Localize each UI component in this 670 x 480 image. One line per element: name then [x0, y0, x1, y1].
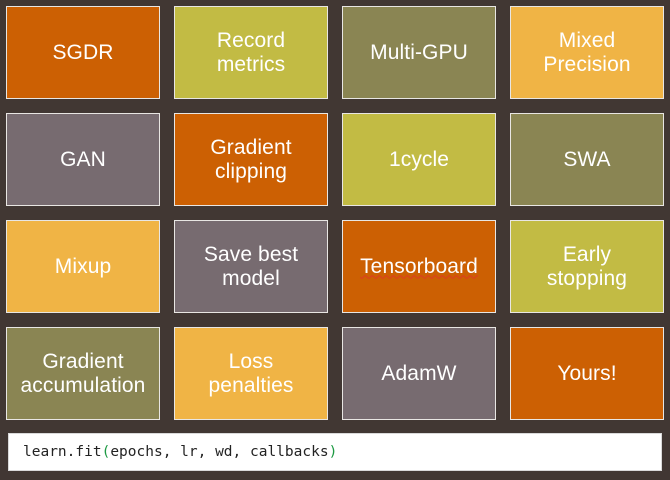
callback-tile[interactable]: Yours! [510, 327, 664, 420]
code-token-paren: ( [101, 444, 111, 460]
callback-tile-label: Record metrics [216, 28, 286, 76]
callback-tile-label: Gradient accumulation [20, 349, 146, 397]
code-token-paren: ) [328, 444, 338, 460]
code-token-plain: learn.fit [23, 444, 102, 460]
callback-tile-label: Early stopping [546, 242, 628, 290]
callback-tile-grid: SGDR Record metrics Multi-GPU Mixed Precisi… [6, 6, 664, 420]
callback-tile-label: Loss penalties [208, 349, 294, 397]
callback-tile-label: AdamW [381, 361, 457, 385]
callback-tile-label: Gradient clipping [210, 135, 292, 183]
callback-tile-label: SWA [563, 147, 611, 171]
callback-tile[interactable]: SWA [510, 113, 664, 206]
code-bar[interactable]: learn.fit(epochs, lr, wd, callbacks) [8, 433, 662, 471]
callback-tile[interactable]: Loss penalties [174, 327, 328, 420]
code-token-plain: epochs, lr, wd, callbacks [110, 444, 329, 460]
callback-tile[interactable]: Mixed Precision [510, 6, 664, 99]
callback-tile-label: Save best model [203, 242, 299, 290]
callback-tile[interactable]: Multi-GPU [342, 6, 496, 99]
callback-tile[interactable]: Gradient accumulation [6, 327, 160, 420]
callback-tile[interactable]: Save best model [174, 220, 328, 313]
callback-tile[interactable]: Tensorboard [342, 220, 496, 313]
callback-tile-label: Multi-GPU [370, 40, 468, 64]
callback-tile-label: Mixed Precision [543, 28, 631, 76]
callback-tile-label: 1cycle [388, 147, 450, 171]
callback-tile[interactable]: SGDR [6, 6, 160, 99]
callback-tile[interactable]: Mixup [6, 220, 160, 313]
callback-tile[interactable]: Gradient clipping [174, 113, 328, 206]
callback-tile-label: Yours! [557, 361, 617, 385]
callback-tile[interactable]: AdamW [342, 327, 496, 420]
callback-tile[interactable]: GAN [6, 113, 160, 206]
callback-tile[interactable]: Record metrics [174, 6, 328, 99]
callback-tile[interactable]: 1cycle [342, 113, 496, 206]
callback-tile-label: GAN [60, 147, 106, 171]
callback-tile-label: Tensorboard [360, 254, 478, 278]
callback-tile[interactable]: Early stopping [510, 220, 664, 313]
code-snippet: learn.fit(epochs, lr, wd, callbacks) [9, 444, 337, 460]
callback-tile-label: SGDR [52, 40, 114, 64]
callback-tile-label: Mixup [54, 254, 112, 278]
